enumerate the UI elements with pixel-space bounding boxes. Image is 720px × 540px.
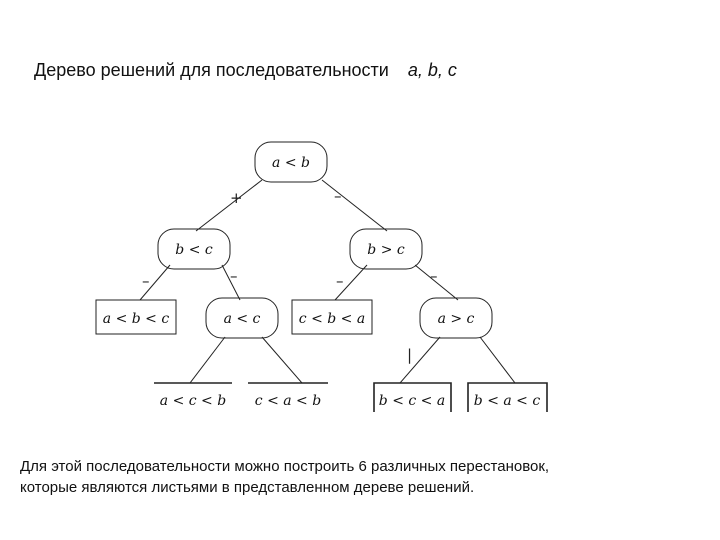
node-right-right-text: a > c [438,311,475,327]
edge-right-leaf [334,264,368,301]
node-left-text: b < c [175,242,213,258]
leaf-cba-text: c < b < a [299,311,365,327]
node-left-right-text: a < c [224,311,261,327]
edge-lr-left [189,336,226,384]
node-right-right [419,297,493,339]
node-right [349,228,423,270]
edge-left-leaf [139,264,171,301]
title-variables: a, b, c [407,60,457,80]
leaf-abc-text: a < b < c [103,311,170,327]
node-left [157,228,231,270]
edge-root-right [321,179,388,232]
node-left-right [205,297,279,339]
edge-label-root-left: + [230,189,243,207]
edge-lr-right [261,336,303,384]
edge-label-root-right: – [334,187,342,205]
edge-label-rr-left: | [407,346,412,364]
slide-title: Дерево решений для последовательности a,… [34,60,457,81]
edge-rr-right [479,336,516,384]
leaf-box-cba [291,299,373,335]
edge-label-left-right: – [230,267,238,285]
leaf-bracket-bac [467,382,548,412]
leaf-bracket-bca [373,382,452,412]
edge-right-right [414,264,459,301]
node-root-text: a < b [272,155,310,171]
leaf-acb-text: a < c < b [160,393,226,409]
node-root [254,141,328,183]
caption: Для этой последовательности можно постро… [20,456,710,498]
caption-line-1: Для этой последовательности можно постро… [20,458,550,475]
leaf-bca-text: b < c < a [379,393,445,409]
edge-root-left [195,179,263,232]
caption-line-2: которые являются листьями в представленн… [20,479,475,496]
node-right-text: b > c [367,242,405,258]
title-text: Дерево решений для последовательности [34,60,389,80]
leaf-box-abc [95,299,177,335]
edge-label-left-leaf: – [142,272,150,290]
edge-left-right [221,264,241,301]
edge-rr-left [399,336,441,384]
leaf-cab-text: c < a < b [255,393,321,409]
leaf-bac-text: b < a < c [474,393,541,409]
edge-label-right-right: – [430,267,438,285]
edge-label-right-leaf: – [336,272,344,290]
